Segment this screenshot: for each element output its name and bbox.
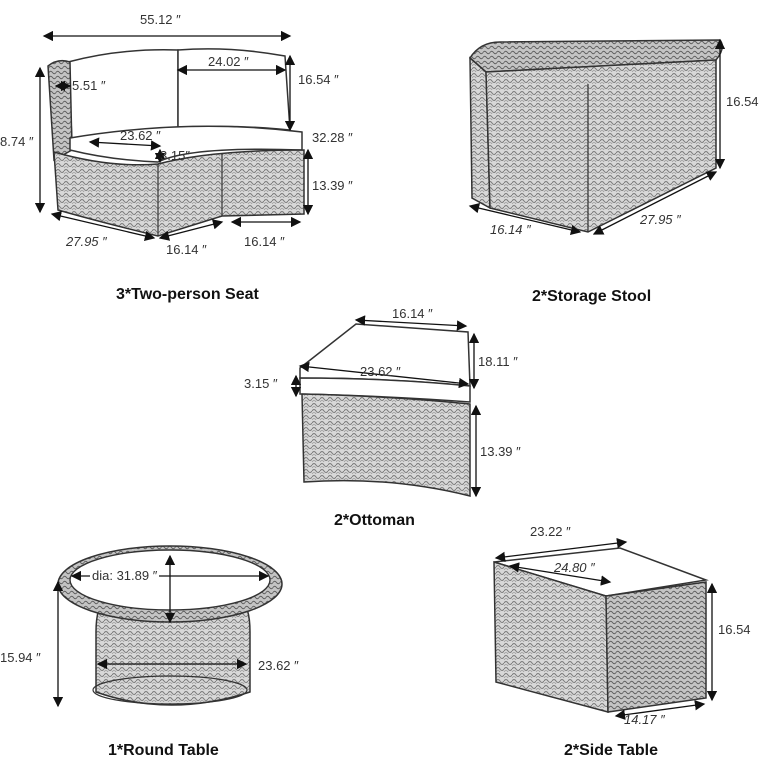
seat-side-depth-label: 32.28 ″ [312,130,353,145]
seat-back-height-label: 16.54 ″ [298,72,339,87]
side-table-height-label: 16.54 [718,622,751,637]
ottoman-depth-label: 23.62 ″ [360,364,401,379]
side-table-dimension-lines [494,537,718,720]
side-table-depth-label: 14.17 ″ [624,712,665,727]
two-person-seat-dimension-lines [34,30,314,241]
ottoman-drawing [299,323,471,497]
seat-back-width-label: 24.02 ″ [208,54,249,69]
round-table-height-label: 15.94 ″ [0,650,41,665]
round-table-caption: 1*Round Table [108,742,219,759]
ottoman-caption: 2*Ottoman [334,512,415,529]
two-person-seat-drawing [47,48,305,237]
stool-caption: 2*Storage Stool [532,288,652,305]
ottoman-cushion-label: 3.15 ″ [244,376,278,391]
seat-cushion-label: 3.15″ [160,148,190,163]
ottoman-height-label: 13.39 ″ [480,444,521,459]
side-table-drawing [493,547,709,713]
stool-height-label: 16.54 [726,94,759,109]
stool-length-label: 27.95 ″ [640,212,681,227]
seat-height-label: 13.39 ″ [312,178,353,193]
seat-front-b-label: 16.14 ″ [244,234,285,249]
round-table-diameter-label: dia: 31.89 ″ [90,568,160,583]
seat-total-height-label: 8.74 ″ [0,134,34,149]
round-table-base-label: 23.62 ″ [258,658,299,673]
ottoman-top-width-label: 16.14 ″ [392,306,433,321]
ottoman-side-label: 18.11 ″ [478,354,518,369]
side-table-top-label: 23.22 ″ [530,524,571,539]
ottoman-dimension-lines [290,315,482,498]
seat-arm-label: 5.51 ″ [72,78,106,93]
side-table-caption: 2*Side Table [564,742,658,759]
side-table-diag-label: 24.80 ″ [554,560,595,575]
seat-front-a-label: 16.14 ″ [166,242,207,257]
seat-width-label: 55.12 ″ [140,12,181,27]
seat-depth-label: 23.62 ″ [120,128,161,143]
seat-caption: 3*Two-person Seat [116,286,259,303]
stool-depth-label: 16.14 ″ [490,222,531,237]
storage-stool-drawing [469,39,723,233]
storage-stool-dimension-lines [468,38,726,235]
seat-side-length-label: 27.95 ″ [66,234,107,249]
